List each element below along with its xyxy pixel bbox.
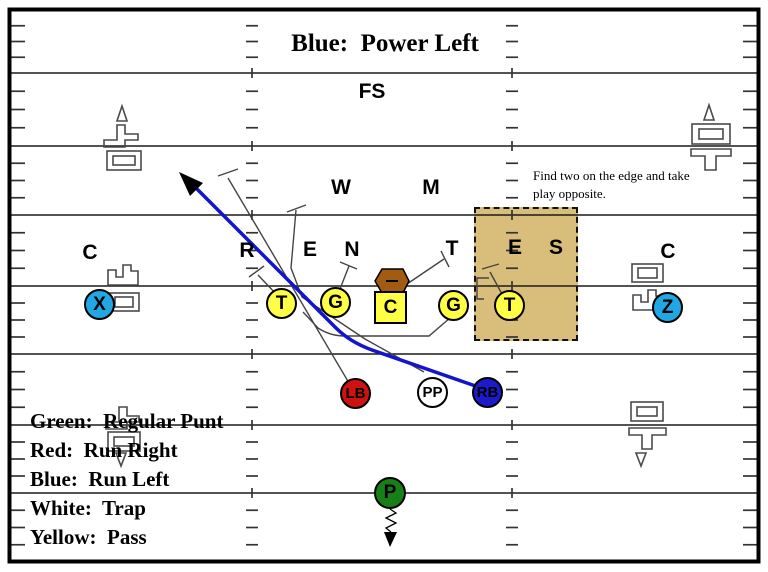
player-pp[interactable]: PP (417, 377, 448, 408)
player-z[interactable]: Z (652, 292, 683, 323)
player-punter[interactable]: P (374, 477, 406, 509)
player-rb[interactable]: RB (472, 377, 503, 408)
defender-end-right: E (507, 236, 523, 259)
defender-rush: R (239, 239, 255, 262)
player-rb-label: RB (476, 384, 499, 401)
defender-mike: M (422, 176, 440, 199)
defender-corner-right: C (660, 240, 676, 263)
player-lb[interactable]: LB (340, 378, 371, 409)
legend-red: Red: Run Right (30, 438, 178, 462)
run-left-route (179, 172, 488, 392)
field-border (7, 7, 761, 564)
football-icon (374, 268, 410, 294)
field-marker-icons (103, 102, 732, 469)
route-arrowhead-icon (179, 172, 203, 196)
defender-corner-left: C (82, 241, 98, 264)
color-legend: Green: Regular Punt Red: Run Right Blue:… (30, 407, 223, 552)
player-x-label: X (93, 293, 106, 315)
coaching-note-line2: play opposite. (533, 186, 606, 201)
player-left-tackle[interactable]: T (266, 288, 297, 319)
player-lb-label: LB (345, 385, 366, 402)
player-lg-label: G (328, 291, 343, 313)
punter-drop-squiggle (384, 508, 398, 547)
coaching-note: Find two on the edge and take play oppos… (533, 167, 743, 203)
defender-nose: N (344, 238, 360, 261)
blocking-assignment-lines (217, 168, 503, 384)
player-z-label: Z (661, 296, 674, 318)
player-p-label: P (383, 482, 397, 503)
player-right-tackle[interactable]: T (494, 290, 525, 321)
coaching-note-line1: Find two on the edge and take (533, 168, 690, 183)
defender-end-left: E (302, 238, 318, 261)
hash-marks (11, 24, 757, 546)
defender-fs: FS (358, 80, 386, 103)
defender-tackle: T (445, 237, 459, 260)
play-title: Blue: Power Left (291, 30, 479, 57)
player-left-guard[interactable]: G (320, 287, 351, 318)
defender-will: W (331, 176, 351, 199)
legend-blue: Blue: Run Left (30, 467, 170, 491)
squiggle-arrowhead-icon (384, 532, 397, 547)
legend-yellow: Yellow: Pass (30, 525, 147, 549)
player-right-guard[interactable]: G (438, 290, 469, 321)
player-lt-label: T (275, 292, 288, 314)
player-x[interactable]: X (84, 289, 115, 320)
legend-white: White: Trap (30, 496, 146, 520)
player-rg-label: G (446, 294, 461, 316)
player-pp-label: PP (422, 384, 443, 401)
player-c-label: C (383, 296, 398, 318)
legend-green: Green: Regular Punt (30, 409, 224, 433)
player-center[interactable]: C (374, 291, 407, 324)
player-rt-label: T (503, 294, 516, 316)
defender-sam: S (548, 236, 564, 259)
